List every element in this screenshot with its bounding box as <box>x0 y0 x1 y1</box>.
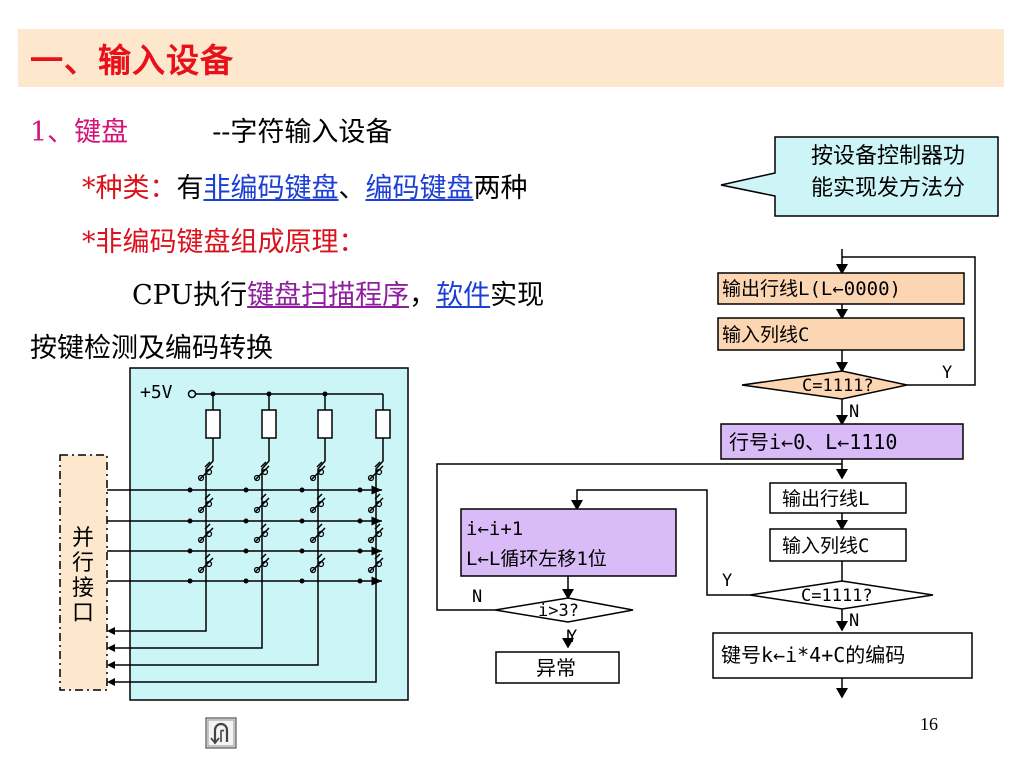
flow-box-output-row-2 <box>769 482 907 514</box>
principle-heading: *非编码键盘组成原理： <box>82 227 366 258</box>
interface-label-char-1: 并 <box>72 526 94 551</box>
flow-box-key-code <box>712 632 973 679</box>
flow-decision-1 <box>741 370 908 400</box>
section-heading: 1、键盘 --字符输入设备 <box>30 110 392 149</box>
cpu-tail: 实现 <box>490 280 545 311</box>
flow-box-next-row-line2: L←L循环左移1位 <box>466 548 607 570</box>
flow-decision-1-yes: Y <box>942 363 952 383</box>
link-encoded-keyboard[interactable]: 编码键盘 <box>365 173 474 204</box>
link-non-encoded-keyboard[interactable]: 非编码键盘 <box>203 173 339 204</box>
flow-decision-3-label: i>3? <box>538 601 579 621</box>
flow-decision-1-label: C=1111? <box>802 376 874 396</box>
keyboard-matrix-circuit: +5V <box>59 367 409 701</box>
flow-box-input-column-2 <box>769 528 907 562</box>
page-number: 16 <box>920 714 938 734</box>
types-line: *种类：有非编码键盘、编码键盘两种 <box>82 166 528 205</box>
flow-box-output-row-label: 输出行线L(L←0000) <box>722 278 901 300</box>
column-lines <box>113 438 384 683</box>
flow-decision-2 <box>749 580 934 610</box>
flowchart-connectors <box>436 249 976 699</box>
flow-decision-2-label: C=1111? <box>801 586 873 606</box>
types-label: *种类： <box>82 173 177 204</box>
cpu-text: CPU执行 <box>132 280 248 311</box>
interface-label-char-3: 接 <box>72 576 94 601</box>
flow-decision-2-no: N <box>849 611 859 631</box>
flow-decision-1-no: N <box>849 402 859 422</box>
flow-box-exception-label: 异常 <box>536 656 576 680</box>
flow-box-output-row <box>717 272 965 305</box>
flow-box-input-column-2-label: 输入列线C <box>782 535 869 557</box>
types-tail: 两种 <box>473 173 528 204</box>
interface-label-char-4: 口 <box>72 601 94 626</box>
supply-junctions <box>210 391 328 397</box>
return-nav-button[interactable] <box>205 717 237 749</box>
flow-box-input-column-label: 输入列线C <box>722 324 809 346</box>
return-icon <box>213 722 229 742</box>
flow-decision-3 <box>494 597 634 623</box>
flow-box-input-column <box>717 317 965 351</box>
link-software[interactable]: 软件 <box>436 280 491 311</box>
page-title: 一、输入设备 <box>30 41 234 80</box>
column-arrowheads <box>107 627 115 686</box>
supply-label: +5V <box>140 382 173 403</box>
flow-box-output-row-2-label: 输出行线L <box>782 488 869 510</box>
cpu-sep: ， <box>409 280 437 311</box>
callout-bubble <box>720 136 999 217</box>
flow-box-next-row <box>460 508 677 577</box>
flow-box-exception <box>495 651 620 684</box>
types-text: 有 <box>176 173 204 204</box>
section-number: 1、键盘 <box>30 117 129 148</box>
flow-box-key-code-label: 键号k←i*4+C的编码 <box>721 643 905 667</box>
interface-label-char-2: 行 <box>72 551 94 576</box>
callout-text: 按设备控制器功 能实现发方法分 <box>778 141 998 205</box>
link-keyboard-scan-program[interactable]: 键盘扫描程序 <box>247 280 410 311</box>
title-bar <box>18 29 1004 87</box>
section-subtitle: --字符输入设备 <box>212 117 393 148</box>
flow-box-init-row-label: 行号i←0、L←1110 <box>729 430 897 454</box>
detection-line: 按键检测及编码转换 <box>30 333 273 364</box>
pullup-resistors <box>205 394 391 439</box>
cpu-line: CPU执行键盘扫描程序，软件实现 <box>132 273 544 312</box>
flow-box-next-row-line1: i←i+1 <box>466 518 523 540</box>
parallel-interface-label: 并 行 接 口 <box>72 526 94 626</box>
types-sep: 、 <box>338 173 366 204</box>
flow-decision-2-yes: Y <box>722 571 732 591</box>
flow-decision-3-yes: Y <box>567 627 577 647</box>
flow-decision-3-no: N <box>472 587 482 607</box>
supply-terminal <box>187 389 197 399</box>
flow-box-init-row <box>720 423 964 460</box>
callout-line-2: 能实现发方法分 <box>810 176 965 201</box>
scan-flowchart: 输出行线L(L←0000) 输入列线C C=1111? Y N 行号i←0、L←… <box>436 249 976 699</box>
parallel-interface <box>59 454 108 691</box>
row-junctions <box>187 487 363 584</box>
callout-line-1: 按设备控制器功 <box>810 144 965 169</box>
